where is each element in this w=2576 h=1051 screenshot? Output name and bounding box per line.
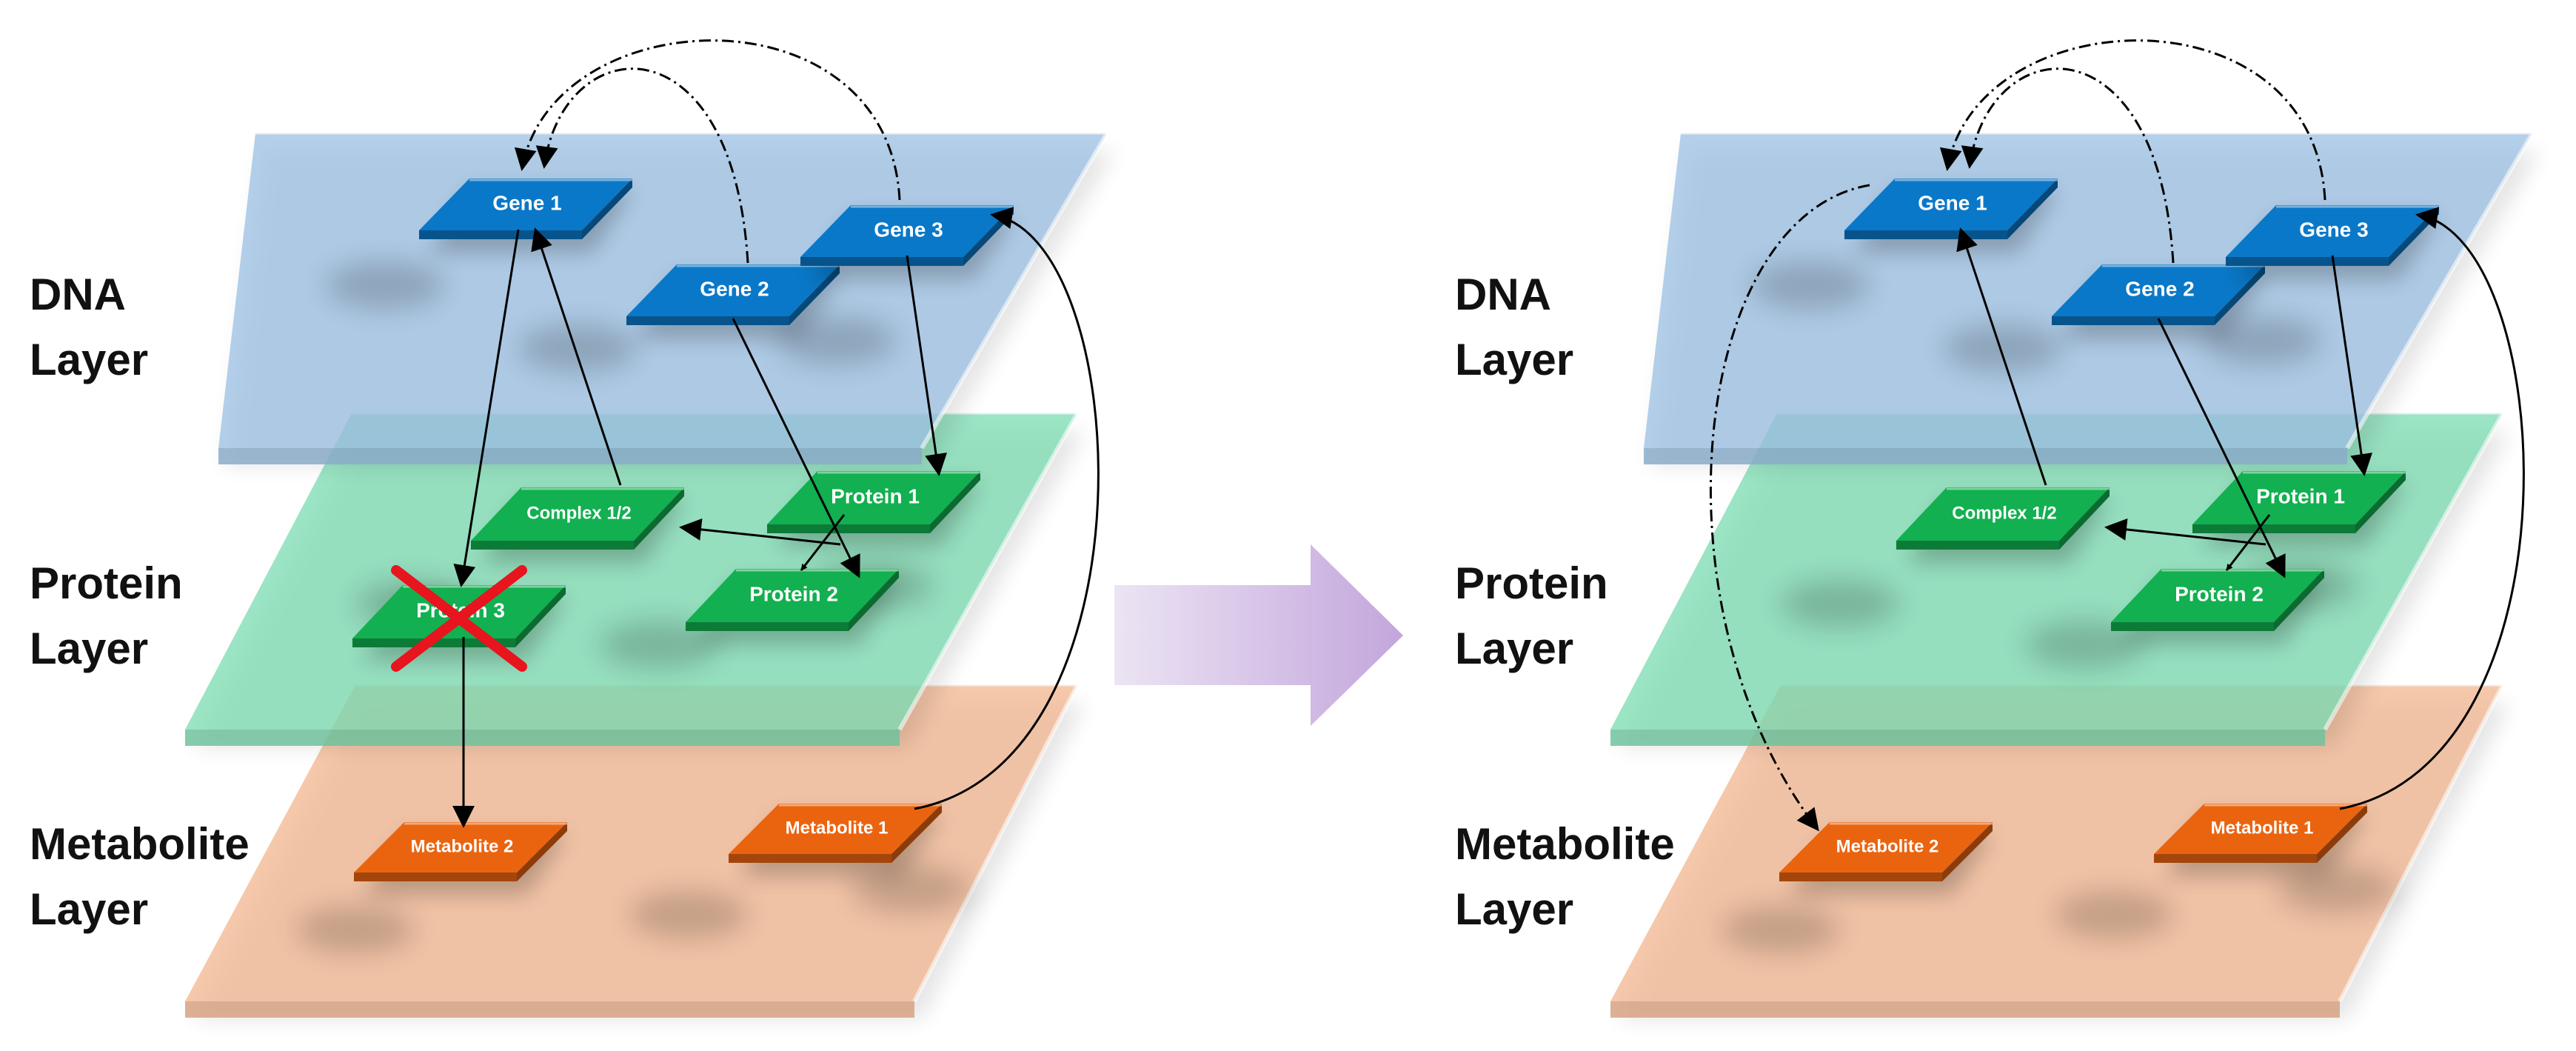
dna-layer-label: Layer xyxy=(1455,335,1573,384)
protein-2-label: Protein 2 xyxy=(749,582,838,605)
complex-12-node: Complex 1/2 xyxy=(1896,487,2110,563)
edge-arrow xyxy=(906,255,947,476)
dna-layer-edge xyxy=(1644,448,2347,464)
edge-arrow xyxy=(679,518,841,546)
metabolite-layer-edge xyxy=(1610,1001,2340,1018)
gene-2-label: Gene 2 xyxy=(700,277,769,300)
metabolite-layer-label: Layer xyxy=(30,884,148,934)
metabolite-layer-label: Metabolite xyxy=(30,819,250,869)
right-panel: DNALayerProteinLayerMetaboliteLayerGene … xyxy=(1455,39,2540,1019)
right-edges xyxy=(1709,39,2525,832)
gene-2-node: Gene 2 xyxy=(2052,264,2265,338)
gene-2-node: Gene 2 xyxy=(626,264,840,338)
knockout-cross xyxy=(391,565,527,672)
edge-arrow xyxy=(2331,255,2372,476)
edge-arrow xyxy=(2339,207,2525,810)
metabolite-2-node: Metabolite 2 xyxy=(354,822,567,895)
protein-layer-edge xyxy=(185,730,900,746)
metabolite-2-label: Metabolite 2 xyxy=(411,836,514,856)
edge-arrow xyxy=(1709,184,1870,832)
complex-12-label: Complex 1/2 xyxy=(1952,503,2056,523)
metabolite-2-node: Metabolite 2 xyxy=(1779,822,1993,895)
dna-layer-label: DNA xyxy=(1455,270,1551,319)
protein-2-node: Protein 2 xyxy=(686,569,899,644)
edge-arrow xyxy=(2157,318,2286,578)
left-edges xyxy=(452,39,1100,828)
metabolite-layer-edge xyxy=(185,1001,914,1018)
edge-arrow xyxy=(1961,67,2175,264)
protein-1-node: Protein 1 xyxy=(2192,471,2406,547)
edge-arrow xyxy=(535,67,749,264)
complex-12-label: Complex 1/2 xyxy=(526,503,631,523)
protein-1-label: Protein 1 xyxy=(2256,484,2345,507)
protein-layer-label: Protein xyxy=(30,558,183,608)
gene-2-label: Gene 2 xyxy=(2125,277,2194,300)
edge-arrow xyxy=(1956,227,2047,486)
dna-layer-label: Layer xyxy=(30,335,148,384)
protein-2-label: Protein 2 xyxy=(2175,582,2264,605)
edge-arrow xyxy=(531,227,622,486)
gene-3-node: Gene 3 xyxy=(800,205,1014,279)
dna-layer-label: DNA xyxy=(30,270,126,319)
protein-layer-label: Layer xyxy=(30,624,148,673)
metabolite-1-label: Metabolite 1 xyxy=(2211,818,2314,838)
transition-arrow xyxy=(1114,544,1403,726)
protein-layer-label: Layer xyxy=(1455,624,1573,673)
metabolite-2-label: Metabolite 2 xyxy=(1836,836,1939,856)
protein-1-label: Protein 1 xyxy=(831,484,920,507)
metabolite-1-node: Metabolite 1 xyxy=(729,804,942,876)
gene-3-label: Gene 3 xyxy=(2299,218,2368,241)
dna-layer-edge xyxy=(218,448,922,464)
gene-3-node: Gene 3 xyxy=(2226,205,2439,279)
edge-arrow xyxy=(453,229,520,587)
gene-1-label: Gene 1 xyxy=(1918,191,1987,214)
metabolite-layer-label: Metabolite xyxy=(1455,819,1675,869)
edge-arrow xyxy=(914,207,1100,810)
gene-1-label: Gene 1 xyxy=(492,191,561,214)
gene-1-node: Gene 1 xyxy=(1844,178,2058,253)
protein-2-node: Protein 2 xyxy=(2111,569,2324,644)
metabolite-layer-label: Layer xyxy=(1455,884,1573,934)
gene-3-label: Gene 3 xyxy=(874,218,943,241)
protein-1-node: Protein 1 xyxy=(767,471,980,547)
gene-1-node: Gene 1 xyxy=(419,178,632,253)
complex-12-node: Complex 1/2 xyxy=(471,487,684,563)
metabolite-1-label: Metabolite 1 xyxy=(786,818,889,838)
metabolite-1-node: Metabolite 1 xyxy=(2154,804,2367,876)
edge-arrow xyxy=(2104,518,2266,546)
protein-layer-label: Protein xyxy=(1455,558,1608,608)
left-panel: DNALayerProteinLayerMetaboliteLayerGene … xyxy=(30,39,1114,1019)
edge-arrow xyxy=(732,318,860,578)
protein-layer-edge xyxy=(1610,730,2325,746)
